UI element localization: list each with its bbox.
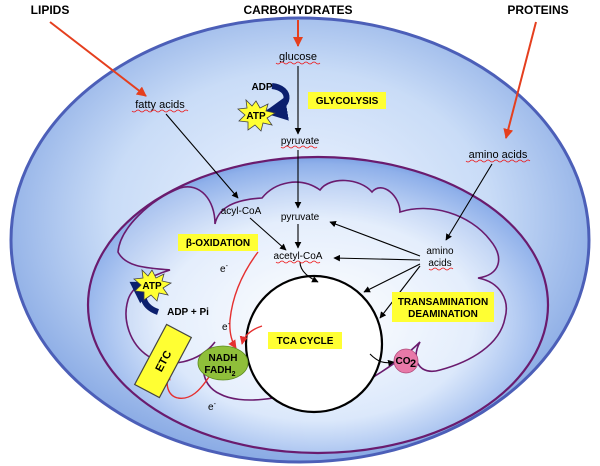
proteins-label: PROTEINS	[507, 3, 568, 17]
co2-label: CO	[396, 356, 411, 367]
tca-to-co2-arrow	[369, 353, 395, 367]
beta-oxidation-label: β-OXIDATION	[186, 238, 250, 249]
acyl-coa-label: acyl-CoA	[221, 206, 262, 217]
fatty-acids-label: fatty acids	[135, 99, 185, 111]
tca-cycle-label: TCA CYCLE	[277, 336, 334, 347]
lipids-label: LIPIDS	[31, 3, 70, 17]
acylcoa-to-acetylcoa-arrow	[249, 217, 287, 251]
electron-arrow-tca	[239, 325, 263, 345]
glycolysis-box	[308, 92, 386, 109]
etc-box: ETC	[133, 323, 193, 399]
fadh2-label: FADH2	[204, 365, 235, 378]
acetyl-coa-label: acetyl-CoA	[274, 251, 323, 262]
spell-underline	[280, 145, 318, 149]
aa-to-pyruvate-arrow	[329, 221, 421, 257]
spell-underline	[131, 109, 189, 113]
deamination-label: DEAMINATION	[408, 309, 478, 320]
amino-mito-label-2: acids	[428, 258, 451, 269]
co2-circle	[393, 348, 419, 374]
electron-label-2: e-	[222, 321, 231, 333]
spell-underline	[275, 61, 321, 65]
glycolysis-label: GLYCOLYSIS	[316, 96, 379, 107]
atp-left-label: ATP	[142, 281, 162, 292]
pyruvate-mito-label: pyruvate	[281, 212, 320, 223]
glucose-label: glucose	[279, 51, 317, 63]
aa-to-acetylcoa-arrow	[333, 254, 421, 262]
spell-underline	[465, 159, 531, 163]
atp-star-top	[237, 98, 277, 132]
atp-star-left	[133, 268, 173, 302]
glycolysis-atp-arrow	[263, 83, 290, 121]
electron-label-3: e-	[208, 401, 217, 413]
fattyacid-to-acylcoa-arrow	[165, 113, 239, 199]
transamination-label: TRANSAMINATION	[398, 297, 488, 308]
adp-pi-label: ADP + Pi	[167, 307, 209, 318]
co2-sub-label: 2	[410, 358, 416, 370]
amino-acids-cytosol-label: amino acids	[469, 149, 528, 161]
spell-underline	[428, 267, 454, 271]
tca-cycle-box	[268, 332, 342, 349]
atp-top-label: ATP	[246, 111, 266, 122]
electron-arrow-beta	[228, 251, 259, 349]
nadh-fadh2-oval	[197, 345, 249, 381]
amino-mito-label-1: amino	[426, 246, 454, 257]
carbohydrates-label: CARBOHYDRATES	[243, 3, 352, 17]
spell-underline	[275, 260, 321, 264]
lipids-arrow	[49, 21, 147, 97]
aa-to-tca-arrow-1	[363, 263, 421, 293]
transamination-box	[392, 292, 494, 322]
nadh-label: NADH	[209, 353, 238, 364]
acetylcoa-to-tca-arrow	[299, 261, 319, 283]
pyruvate-cytosol-label: pyruvate	[281, 136, 320, 147]
proteins-arrow	[503, 21, 537, 139]
electron-label-1: e-	[220, 263, 229, 275]
beta-oxidation-box	[178, 234, 258, 251]
adp-label: ADP	[251, 82, 272, 93]
aminoacid-transport-arrow	[445, 163, 493, 241]
